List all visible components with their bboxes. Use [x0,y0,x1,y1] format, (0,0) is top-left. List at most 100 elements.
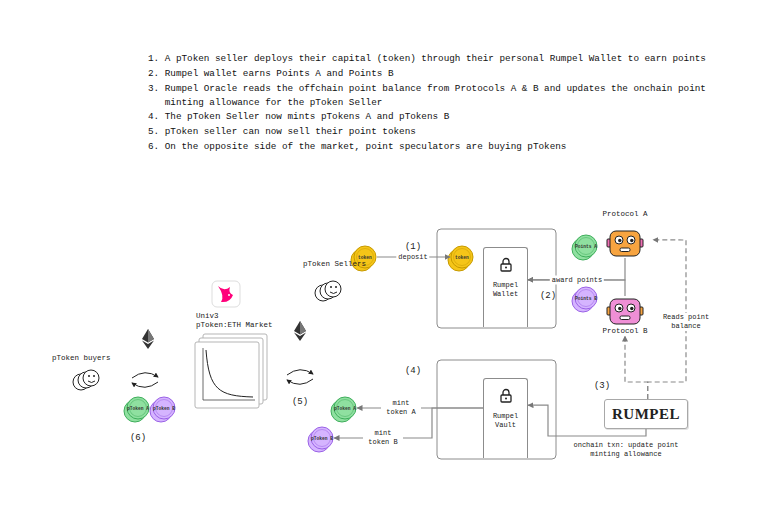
actor-label: pToken Sellers [303,260,366,268]
coin-text-holder: pToken B [310,426,334,450]
swap-arrows [132,382,158,387]
mascot-eye [615,236,623,244]
buyer-faces-icon [93,375,95,377]
coin-face [127,397,149,419]
mascot-head [610,231,640,256]
callout-number: (6) [130,433,146,443]
buyer-faces-icon [83,370,99,386]
coin-face [334,397,356,419]
mascot-mouth [620,248,630,252]
coin-face [575,287,597,309]
seller-faces-icon [325,281,341,297]
callout-number: (2) [540,291,556,301]
eth-icon [294,321,306,335]
step-note: 1. A pToken seller deploys their capital… [148,52,723,66]
wallet-outer-box [437,229,556,328]
eth-icon [300,321,306,335]
market-node: Univ3pToken:ETH Market [193,312,271,412]
lock-body [501,264,511,271]
coin-face [575,235,597,257]
token-coin: pToken A [126,396,150,420]
token-coin: pToken B [310,426,334,450]
swap-arrows [287,370,313,385]
coin-text-holder: pToken B [152,396,176,420]
callout-number: (5) [292,397,308,407]
lock-icon [500,257,512,272]
vault-outer-box [437,360,556,459]
eth-icon [142,341,154,350]
box-label: Rumpel Vault [484,412,527,430]
uniswap-logo [212,281,240,307]
coin-label: pToken B [153,406,175,411]
protocol-name: Protocol B [597,327,653,336]
uniswap-logo [218,286,233,302]
coin-text-holder: pToken A [333,396,357,420]
step-note: 6. On the opposite side of the market, p… [148,140,723,154]
step-note: 5. pToken seller can now sell their poin… [148,125,723,139]
vault-box: Rumpel Wallet [483,247,528,327]
token-coin: pToken A [333,396,357,420]
eth-icon [142,329,154,349]
step-note: 4. The pToken Seller now mints pTokens A… [148,110,723,124]
flow-arrow [528,405,646,436]
mascot-pupil [618,307,621,310]
swap-arrows [287,370,313,375]
seller-faces-icon [335,286,337,288]
uniswap-logo [212,281,240,307]
eth-icon [294,333,306,342]
protocol-node: Protocol B [597,296,653,336]
callout-number: (3) [594,381,610,391]
coin-text-holder: pToken A [126,396,150,420]
chart-axes [203,348,255,400]
coin-face [451,246,473,268]
coin-label: Points B [575,296,597,301]
dashed-read-connector [625,336,648,399]
token-coin: pToken B [152,396,176,420]
swap-arrows [132,373,158,388]
actor-label: pToken buyers [52,354,111,362]
token-coin: Points A [574,234,598,258]
connector-label: onchain txn: update point minting allowa… [566,441,686,459]
coin-face [311,427,333,449]
coin-label: pToken B [311,436,333,441]
price-curve [206,350,253,397]
chart-paper [195,342,259,408]
mascot-head [610,299,640,324]
coin-label: pToken A [127,406,149,411]
eth-icon [294,321,306,341]
step-note: 3. Rumpel Oracle reads the offchain poin… [148,82,723,109]
protocol-name: Protocol A [597,210,653,219]
mascot-pupil [618,239,621,242]
buyer-faces-icon [88,381,95,383]
buyer-faces-icon [73,370,99,390]
oracle-box: RUMPEL [604,399,688,429]
mascot-eye [615,304,623,312]
market-title: pToken:ETH Market [193,321,271,330]
connector-label: Reads point balance [657,313,715,331]
connector-label: deposit [396,253,429,262]
coin-label: Points A [575,244,597,249]
mascot-pupil [630,239,633,242]
eth-icon [142,329,154,343]
protocol-mascot-face [607,231,643,256]
mascot-eye [627,236,635,244]
protocol-node: Protocol A [597,209,653,258]
market-title: Univ3 [193,312,271,321]
lock-keyhole [505,398,507,400]
uniswap-logo [228,294,230,296]
mascot-mouth [620,316,630,320]
coin-text-holder: token [450,245,474,269]
lock-body [501,395,511,402]
box-label: Rumpel Wallet [484,281,527,299]
coin-label: pToken A [334,406,356,411]
token-coin: Points B [574,286,598,310]
token-coin: token [450,245,474,269]
connector-label: mint token A [381,399,421,417]
step-note: 2. Rumpel wallet earns Points A and Poin… [148,67,723,81]
protocol-mascot-face [607,299,643,324]
coin-text-holder: Points A [574,234,598,258]
buyer-faces-icon [88,375,90,377]
vault-box: Rumpel Vault [483,378,528,458]
eth-icon [148,329,154,343]
